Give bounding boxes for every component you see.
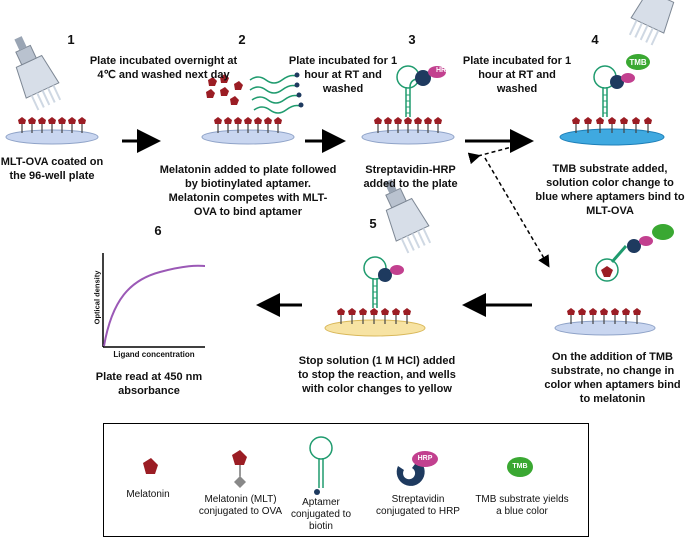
step4b-illustration <box>554 224 674 336</box>
plate-well-yellow <box>324 319 426 337</box>
legend-tmb-icon <box>507 457 533 477</box>
step3-caption: Streptavidin-HRP added to the plate <box>363 164 458 190</box>
step1-illustration <box>0 29 99 145</box>
step4-caption: TMB substrate added, solution color chan… <box>535 163 685 217</box>
arrow-label-2-3: Plate incubated for 1 hour at RT and was… <box>288 55 398 95</box>
legend-tmb-badge: TMB <box>512 463 528 470</box>
legend-streptavidin-icon <box>396 451 438 486</box>
step5-number: 5 <box>369 216 377 231</box>
step4-illustration <box>559 0 685 146</box>
step6-graph <box>102 253 206 348</box>
legend-ova-icon <box>234 476 246 488</box>
step5-caption: Stop solution (1 M HCl) added to stop th… <box>298 355 456 395</box>
legend <box>103 423 589 537</box>
legend-melatonin-icon <box>143 458 158 474</box>
streptavidin-icon <box>415 70 431 86</box>
graph-y-label: Optical density <box>92 270 102 325</box>
step4-number: 4 <box>591 32 599 47</box>
pipette-icon <box>623 0 685 49</box>
melatonin-molecules <box>206 74 243 105</box>
legend-icons <box>143 436 533 495</box>
legend-aptamer-label: Aptamer conjugated to biotin <box>290 497 352 532</box>
hrp-label: HRP <box>436 67 451 74</box>
legend-hrp-label: HRP <box>417 455 433 462</box>
process-arrows <box>122 129 550 317</box>
binding-curve <box>103 264 206 347</box>
step3-number: 3 <box>408 32 416 47</box>
legend-mlt-icon <box>232 450 247 465</box>
step5-illustration <box>324 172 437 337</box>
hrp-icon <box>428 66 446 78</box>
arrow-label-3-4: Plate incubated for 1 hour at RT and was… <box>462 55 572 95</box>
tmb-label: TMB <box>629 58 647 67</box>
step2-number: 2 <box>238 32 246 47</box>
legend-streptavidin-label: Streptavidin conjugated to HRP <box>376 494 460 517</box>
step6-caption: Plate read at 450 nm absorbance <box>95 371 203 397</box>
legend-tmb-label: TMB substrate yields a blue color <box>475 494 569 517</box>
legend-melatonin-label: Melatonin <box>126 489 170 500</box>
plate-well <box>554 320 656 336</box>
tmb-icon <box>652 224 674 240</box>
legend-aptamer-icon <box>309 436 333 495</box>
step4b-caption: On the addition of TMB substrate, no cha… <box>544 351 681 405</box>
arrow-label-1-2: Plate incubated overnight at 4℃ and wash… <box>89 55 238 81</box>
step1-caption: MLT-OVA coated on the 96-well plate <box>0 156 104 182</box>
step2-caption: Melatonin added to plate followed by bio… <box>159 164 337 218</box>
step2-illustration <box>201 72 304 145</box>
step6-number: 6 <box>154 223 162 238</box>
aptamer-strands <box>249 72 304 114</box>
graph-x-label: Ligand concentration <box>113 350 195 359</box>
step3-illustration <box>361 65 455 145</box>
tmb-icon <box>626 54 650 70</box>
legend-mlt-ova-label: Melatonin (MLT) conjugated to OVA <box>198 494 283 517</box>
step1-number: 1 <box>67 32 75 47</box>
